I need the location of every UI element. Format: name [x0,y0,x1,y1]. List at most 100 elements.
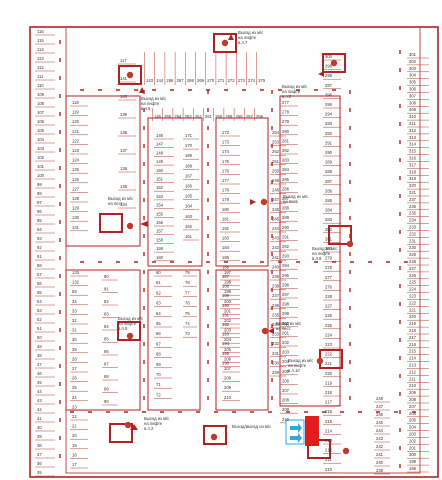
space-number-lower_left_b-6: 73 [185,331,190,336]
space-number-col_far_right-21: 237 [409,197,417,202]
space-number-top_row-4: 268 [187,78,195,83]
space-number-lower_mid_a-1: 81 [104,287,109,292]
exit-5-line1: Выход из м/с [118,316,143,321]
space-number-lower_mid_a-4: 84 [104,324,109,329]
space-number-col_e-4: 281 [282,138,290,143]
space-number-col_f-12: 288 [325,169,333,174]
exit-marker-3 [124,421,132,429]
space-number-col_far_left-37: 47 [37,362,42,367]
space-number-col_far_left-27: 57 [37,272,42,277]
space-number-col_c-12: 184 [222,245,230,250]
space-number-col_e-30: 207 [282,388,290,393]
arrow-left-stairs [140,221,148,227]
space-number-col_far_right-54: 204 [409,425,417,430]
space-number-col_a-2: 148 [156,150,164,155]
exit-marker-1 [342,447,350,455]
space-number-col_f-43: 210 [325,467,333,472]
space-number-col_d-17: 237 [272,293,280,298]
exit-2-line2: на лифте [144,421,163,426]
space-number-inner_top_row-5: 261 [205,114,213,119]
space-number-col_far_right-11: 312 [409,128,417,133]
space-number-col_far_left-14: 102 [37,155,45,160]
space-number-col_b-10: 161 [185,234,193,239]
space-number-lower_mid_b-9: 206 [224,356,232,361]
space-number-col_far_right-20: 321 [409,190,417,195]
exit-6-line2: на лифте [141,101,160,106]
space-number-col_far_left-46: 38 [37,443,42,448]
space-number-col_f-24: 276 [325,284,333,289]
space-number-col_f-33: 220 [325,371,333,376]
space-number-col_d-7: 247 [272,197,280,202]
space-number-col_e-5: 282 [282,148,290,153]
lift-core-stairs-left [99,213,123,233]
arrow-up-3 [130,424,138,430]
space-number-bottom_right-5: 243 [376,436,384,441]
space-number-col_f-0: 300 [325,54,333,59]
space-number-col_far_left-26: 58 [37,263,42,268]
exit-10-line3: в.л.10 [288,368,300,373]
exit-marker-stairs-top [260,198,268,206]
space-number-col_c-9: 181 [222,216,230,221]
space-number-col_a-0: 146 [156,133,164,138]
space-number-col_e-23: 300 [282,321,290,326]
space-number-col_far_left-13: 103 [37,146,45,151]
space-number-col_far_right-5: 306 [409,87,417,92]
exit-label-7: Выход из м/с на лифте в.л.7 [238,30,263,45]
exit-2-line3: в.л.2 [144,426,154,431]
space-number-col_f-40: 213 [325,438,333,443]
space-number-col_b-4: 167 [185,173,193,178]
space-number-col_far_left-49: 35 [37,470,42,475]
space-number-lower_left_c-16: 21 [72,424,77,429]
exit-8-line1: Выход из м/с [282,84,307,89]
space-number-col_far_right-37: 221 [409,307,417,312]
space-number-col_far_left-2: 114 [37,47,44,52]
space-number-col_far_left-6: 110 [37,83,44,88]
space-number-col_d-9: 245 [272,216,280,221]
space-number-lower_left_c-0: 133 [72,270,80,275]
space-number-col_f-18: 282 [325,227,333,232]
space-number-col_a-9: 155 [156,211,164,216]
space-number-col_e-6: 283 [282,158,290,163]
space-number-lower_left_a-10: 70 [156,372,161,377]
space-number-col_d-15: 239 [272,274,280,279]
space-number-lower_mid_b-6: 203 [224,328,232,333]
space-number-col_e-8: 285 [282,177,290,182]
space-number-col_f-20: 280 [325,246,333,251]
space-number-col_far_right-60: 198 [409,466,417,471]
space-number-lower_mid_b-2: 199 [224,289,232,294]
space-number-inner_top_row-1: 265 [164,114,172,119]
space-number-lower_left_c-17: 20 [72,433,77,438]
space-number-col_far_right-41: 217 [409,335,417,340]
space-number-col_f-36: 217 [325,400,333,405]
space-number-bottom_right-3: 245 [376,420,384,425]
space-number-col_far_right-13: 314 [409,142,417,147]
space-number-col_c-4: 176 [222,168,230,173]
exit-markers [124,39,354,455]
space-number-col_d-4: 250 [272,168,280,173]
space-number-col_f-9: 291 [325,140,333,145]
exit-marker-stairs-left [126,222,134,230]
exit-marker-8 [330,59,338,67]
space-number-col_e-3: 280 [282,129,290,134]
space-number-col_left3-1: 141 [120,76,128,81]
ramp-label: Въезд/выезд из м/с [232,424,272,429]
space-number-col_left3-3: 139 [120,112,128,117]
space-number-col_c-18: 190 [222,303,230,308]
space-number-col_f-16: 284 [325,208,333,213]
lift-core-2 [203,425,227,445]
space-number-col_far_left-24: 92 [37,245,42,250]
space-number-col_far_left-40: 44 [37,389,42,394]
space-number-col_left3-6: 136 [120,166,128,171]
space-number-col_c-5: 177 [222,178,230,183]
space-number-top_row-8: 272 [228,78,236,83]
space-number-col_a-13: 159 [156,246,164,251]
space-number-col_far_right-52: 206 [409,411,417,416]
space-number-lower_left_a-11: 71 [156,382,161,387]
space-number-col_f-6: 294 [325,112,333,117]
exit-mid-line1: Выход из м/с [276,321,301,326]
space-number-lower_mid_b-7: 204 [224,337,232,342]
exit-marker-9 [346,240,354,248]
space-number-inner_top_row-4: 262 [195,114,203,119]
exit-label-stairs-top: Выход из м/с на лест. [283,194,308,204]
space-number-col_left2-1: 119 [72,110,79,115]
